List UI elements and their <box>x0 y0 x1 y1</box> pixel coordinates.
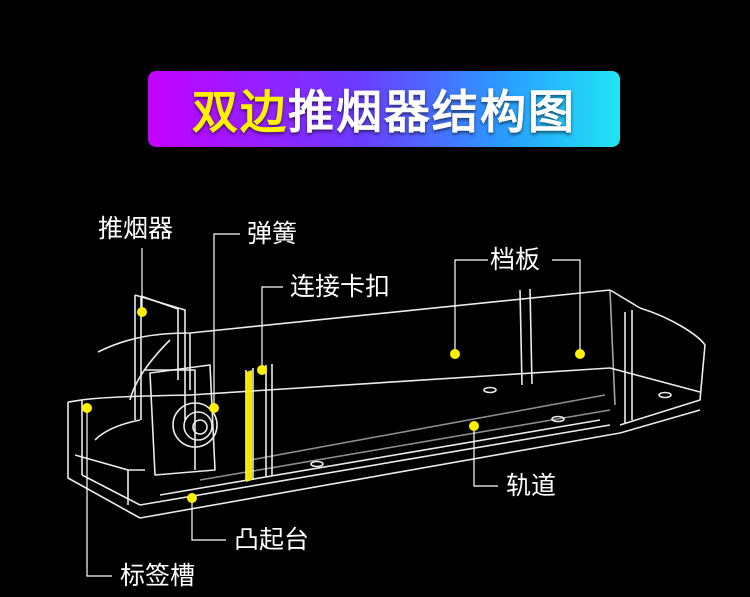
spring-strip <box>246 370 252 482</box>
label-raised-platform: 凸起台 <box>234 525 309 555</box>
marker-baffle-left <box>450 349 460 359</box>
label-baffle: 档板 <box>490 245 540 275</box>
label-pusher: 推烟器 <box>98 214 173 244</box>
leader-baffle-right <box>552 260 580 354</box>
marker-spring <box>209 403 219 413</box>
marker-rail <box>469 421 479 431</box>
leader-spring <box>214 234 240 408</box>
label-clip: 连接卡扣 <box>290 272 390 302</box>
marker-platform <box>187 493 197 503</box>
marker-pusher <box>137 307 147 317</box>
label-spring: 弹簧 <box>247 219 297 249</box>
label-rail: 轨道 <box>506 471 556 501</box>
product-outline <box>68 289 705 518</box>
marker-label-slot <box>82 403 92 413</box>
marker-clip <box>257 365 267 375</box>
leader-clip <box>262 287 283 370</box>
leader-baffle-left <box>455 260 488 354</box>
marker-baffle-right <box>575 349 585 359</box>
leader-label-slot <box>87 408 112 576</box>
label-label-slot: 标签槽 <box>120 561 195 591</box>
